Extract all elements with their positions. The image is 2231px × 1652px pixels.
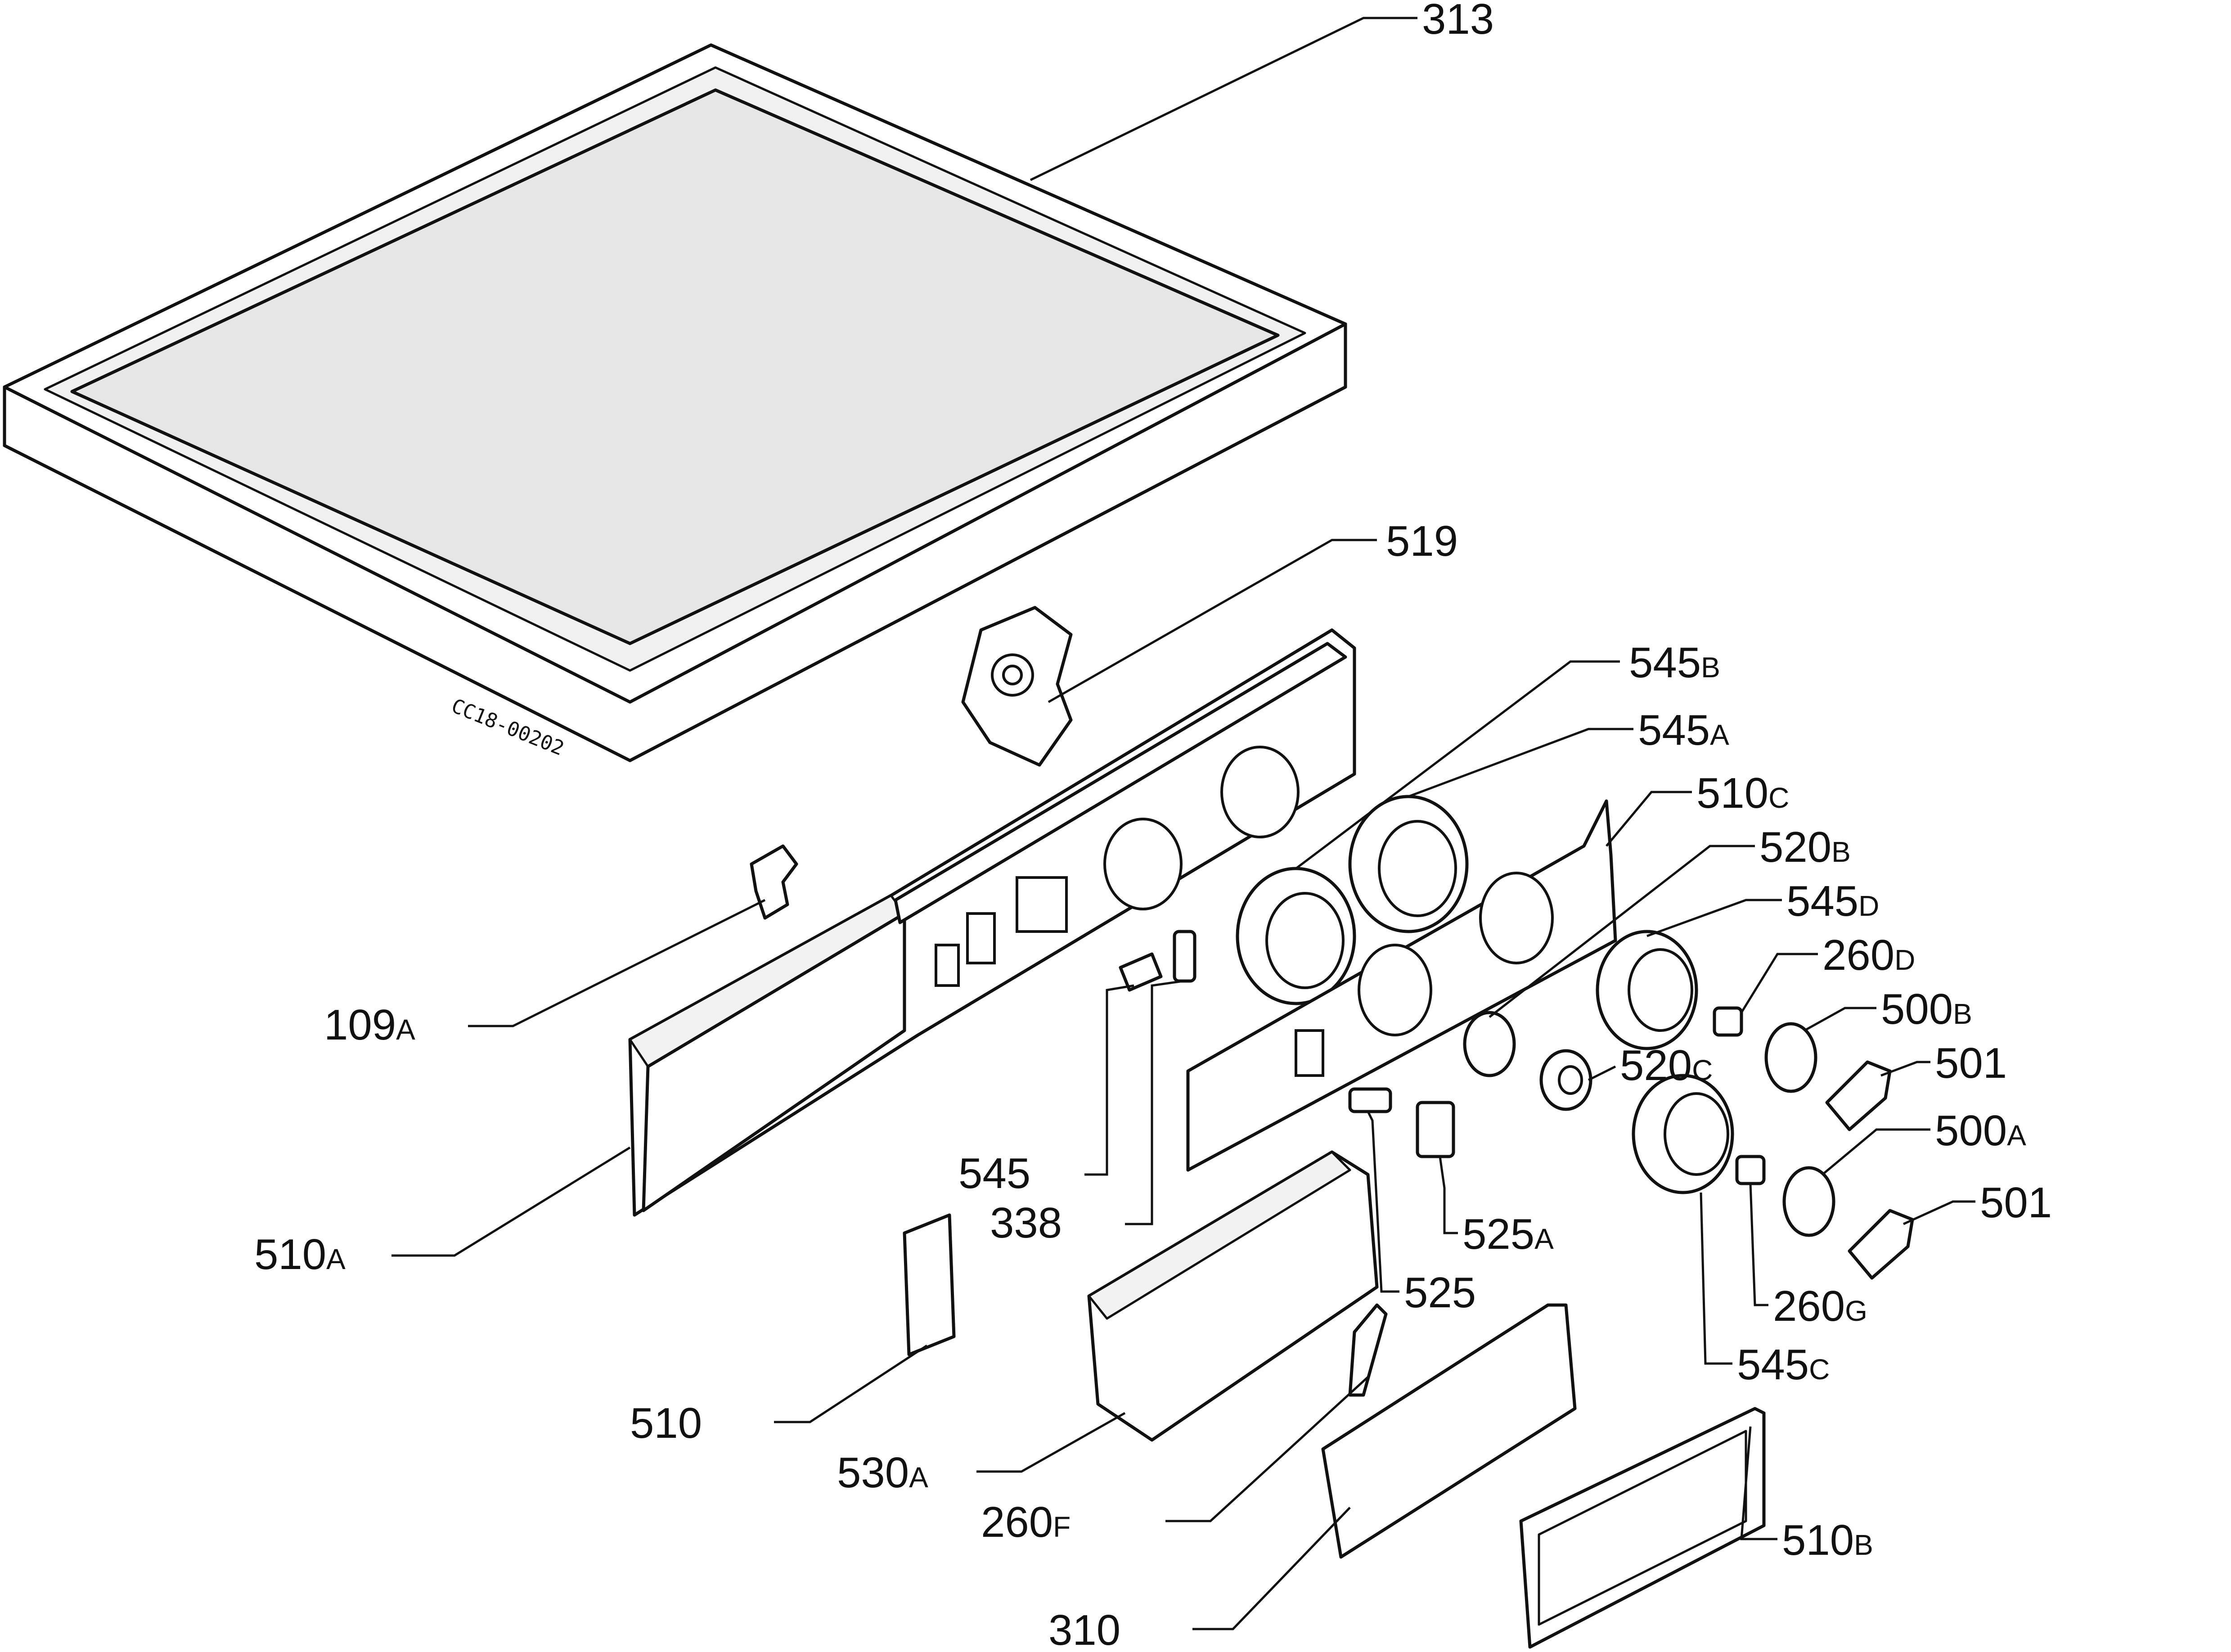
- callout-519: 519: [1386, 517, 1458, 565]
- callout-525: 525: [1404, 1269, 1476, 1317]
- callout-510B: 510B: [1782, 1516, 1873, 1564]
- part-260G-spring: [1735, 1155, 1766, 1185]
- leader-519: [1048, 539, 1377, 703]
- part-109A-clip: [750, 844, 798, 920]
- part-260D-spring: [1713, 1006, 1743, 1037]
- leader-260F: [1165, 1376, 1369, 1522]
- part-500B-shaft: [1764, 1022, 1817, 1093]
- part-260F-latch: [1348, 1303, 1388, 1397]
- part-313-top-lid: [3, 43, 1347, 762]
- callout-545C: 545C: [1737, 1341, 1830, 1389]
- part-530A-tray: [1087, 1150, 1379, 1442]
- callout-313: 313: [1422, 0, 1494, 43]
- leader-525A: [1439, 1156, 1458, 1234]
- leader-510A: [391, 1146, 631, 1257]
- leader-510: [774, 1344, 928, 1423]
- callout-260G: 260G: [1773, 1282, 1867, 1330]
- callout-545D: 545D: [1786, 877, 1879, 925]
- leader-520B: [1489, 845, 1755, 1018]
- callout-520B: 520B: [1759, 823, 1851, 871]
- part-545B-bezel: [1236, 867, 1356, 1005]
- leader-501b: [1903, 1200, 1975, 1225]
- leader-313: [1030, 17, 1417, 181]
- part-545D-housing: [1596, 930, 1698, 1050]
- part-525-connector: [1348, 1087, 1392, 1113]
- callout-501-upper: 501: [1935, 1039, 2007, 1087]
- callout-510C: 510C: [1696, 769, 1789, 817]
- part-338-pin: [1173, 930, 1196, 983]
- leader-500B: [1804, 1007, 1876, 1032]
- leader-545: [1084, 984, 1134, 1176]
- callout-labels: 313 519 545B 545A 510C 520B 545D 260D 50…: [254, 0, 2052, 1652]
- leader-545C: [1700, 1192, 1732, 1365]
- leader-338: [1125, 980, 1184, 1225]
- leader-260D: [1740, 953, 1818, 1013]
- part-545-pin: [1119, 952, 1163, 992]
- callout-510A: 510A: [254, 1230, 346, 1278]
- part-310-drawer-front: [1321, 1303, 1577, 1559]
- part-510-trim: [903, 1213, 956, 1356]
- leader-545D: [1646, 899, 1782, 937]
- part-500A-shaft: [1782, 1166, 1835, 1237]
- leader-310: [1192, 1507, 1351, 1630]
- leader-260G: [1749, 1183, 1768, 1306]
- callout-545: 545: [958, 1149, 1030, 1197]
- callout-260F: 260F: [981, 1498, 1071, 1546]
- callout-510: 510: [630, 1399, 702, 1447]
- callout-520C: 520C: [1620, 1041, 1713, 1089]
- callout-500A: 500A: [1935, 1107, 2026, 1155]
- leader-lines: [391, 17, 1975, 1630]
- leader-109A: [468, 899, 766, 1027]
- callout-545A: 545A: [1638, 706, 1729, 754]
- leader-545A: [1408, 728, 1633, 798]
- leader-525: [1367, 1111, 1399, 1293]
- part-501-knob-upper: [1825, 1060, 1892, 1131]
- callout-338: 338: [990, 1199, 1062, 1247]
- part-501-knob-lower: [1848, 1209, 1914, 1280]
- callout-310: 310: [1048, 1606, 1120, 1652]
- leader-510C: [1606, 791, 1692, 847]
- part-519-disc: [961, 606, 1073, 767]
- callout-530A: 530A: [837, 1449, 928, 1497]
- part-525A-switch: [1416, 1101, 1455, 1158]
- part-520C-bushing: [1539, 1049, 1592, 1111]
- leader-500A: [1822, 1128, 1930, 1175]
- part-510B-cover: [1519, 1407, 1766, 1649]
- callout-501-lower: 501: [1980, 1179, 2052, 1227]
- leader-501a: [1880, 1061, 1930, 1077]
- part-545A-bezel: [1348, 795, 1469, 933]
- part-510A-control-panel: [628, 628, 1356, 1217]
- part-520B-ring: [1463, 1011, 1516, 1077]
- leader-510B: [1740, 1426, 1777, 1540]
- leader-545B: [1295, 660, 1620, 869]
- callout-260D: 260D: [1822, 931, 1915, 979]
- callout-545B: 545B: [1629, 639, 1720, 687]
- callout-500B: 500B: [1881, 985, 1972, 1033]
- leader-520C: [1588, 1065, 1616, 1081]
- callout-109A: 109A: [324, 1001, 415, 1049]
- callout-525A: 525A: [1462, 1210, 1554, 1258]
- part-510C-fascia: [1186, 799, 1617, 1172]
- part-545C-housing: [1632, 1074, 1734, 1194]
- leader-530A: [976, 1412, 1126, 1473]
